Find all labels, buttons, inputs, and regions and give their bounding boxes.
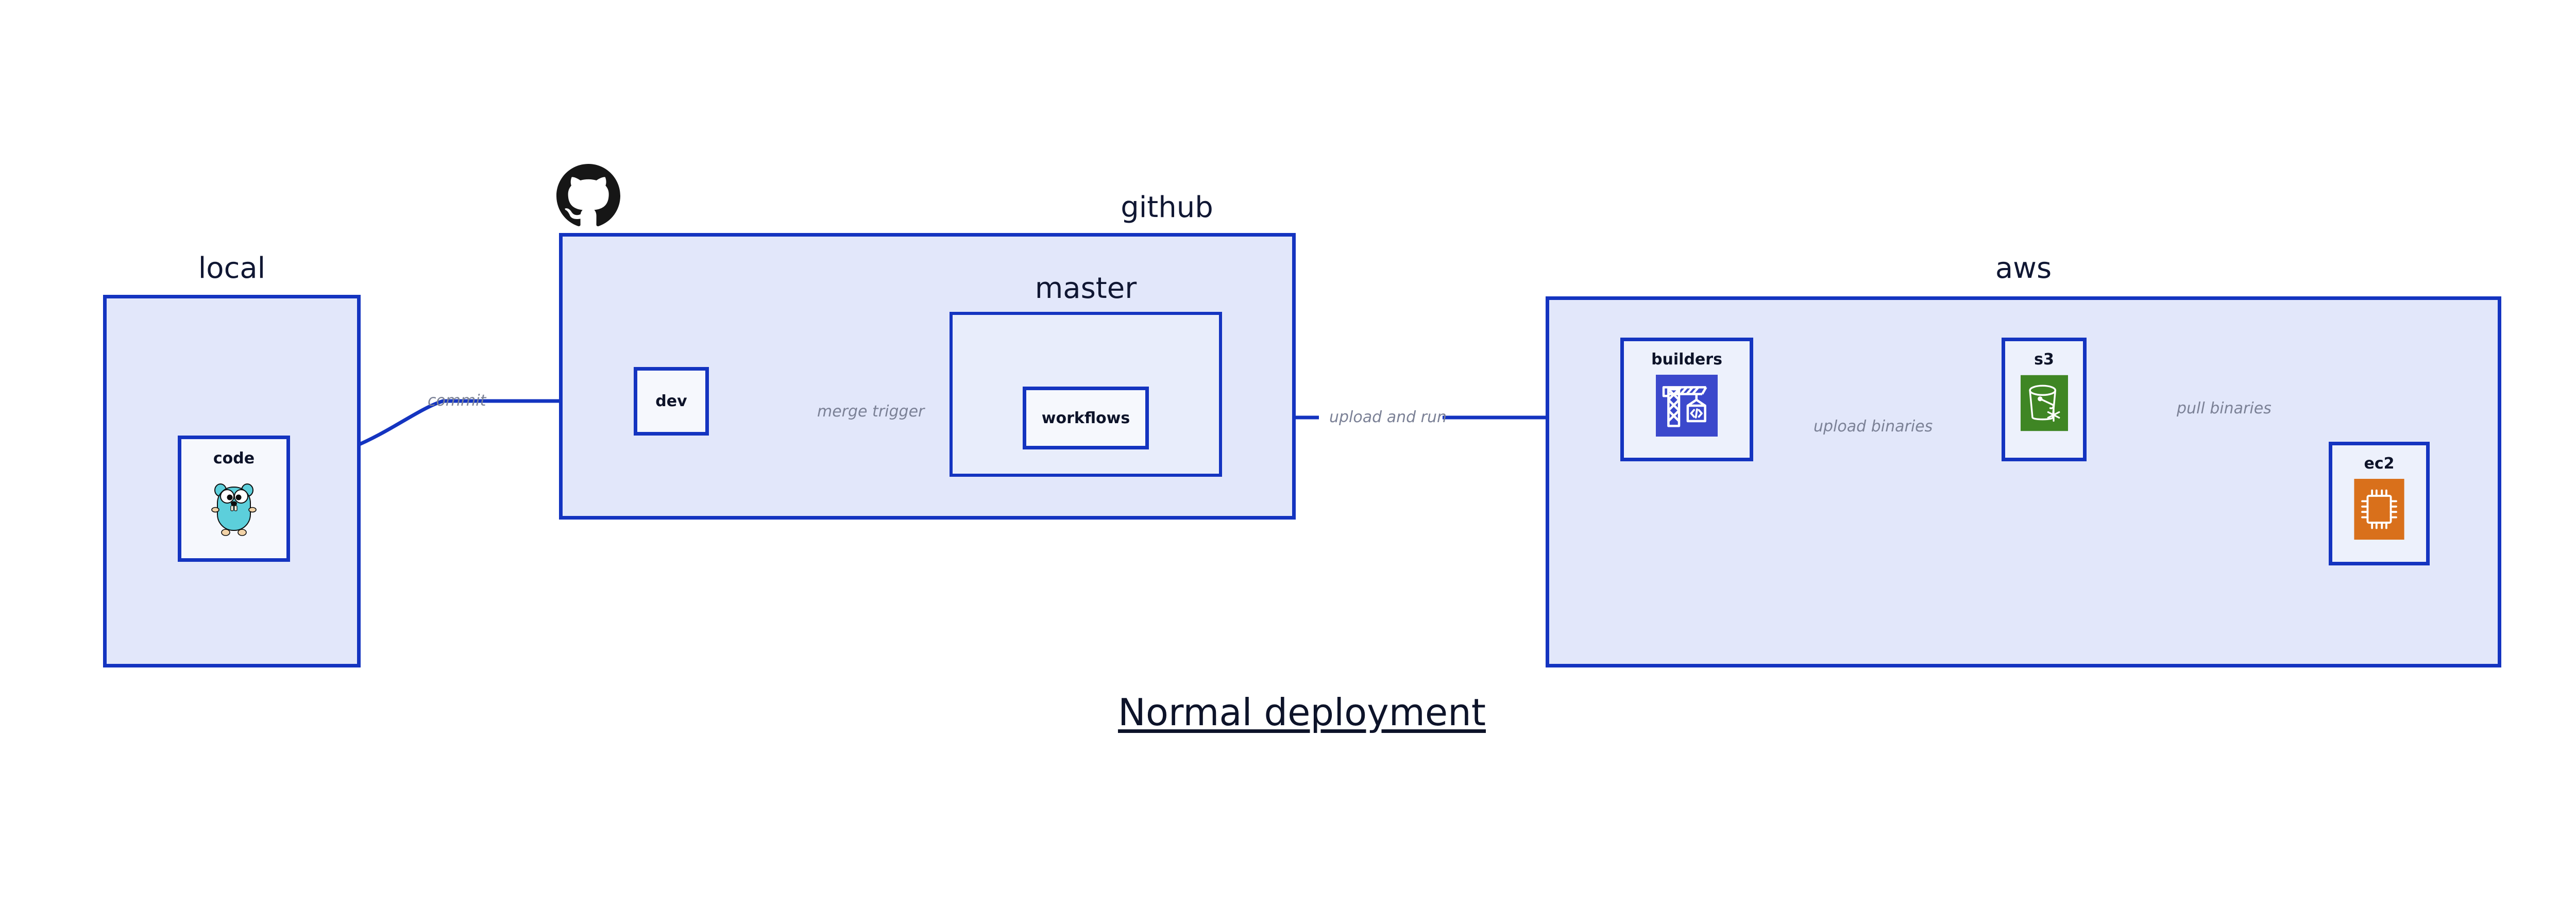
diagram-title: Normal deployment [1117,691,1486,734]
edge-label-pull-binaries: pull binaries [2177,399,2272,417]
node-builders[interactable]: builders [1620,338,1753,461]
github-octocat-logo [556,164,620,228]
edge-label-upload-and-run: upload and run [1329,408,1447,426]
node-builders-label: builders [1651,350,1722,369]
aws-codebuild-icon [1656,375,1718,437]
node-s3[interactable]: s3 [2002,338,2087,461]
zone-aws-label: aws [1995,252,2052,285]
node-workflows[interactable]: workflows [1023,387,1149,449]
node-workflows-label: workflows [1041,409,1130,427]
edge-label-commit: commit [428,392,486,410]
aws-ec2-icon [2354,479,2404,540]
node-ec2[interactable]: ec2 [2329,442,2430,565]
zone-master-label: master [1035,272,1137,305]
node-dev-label: dev [655,392,687,410]
edge-label-upload-binaries: upload binaries [1814,417,1933,436]
edge-label-merge-trigger: merge trigger [817,403,925,421]
aws-s3-glacier-icon [2020,375,2068,431]
node-dev[interactable]: dev [634,367,709,436]
go-gopher-icon [207,475,261,539]
node-ec2-label: ec2 [2364,455,2395,473]
node-code-label: code [213,449,255,467]
zone-github-label: github [1121,191,1213,224]
zone-local-label: local [198,252,266,285]
node-s3-label: s3 [2034,350,2054,369]
node-code[interactable]: code [178,436,290,562]
